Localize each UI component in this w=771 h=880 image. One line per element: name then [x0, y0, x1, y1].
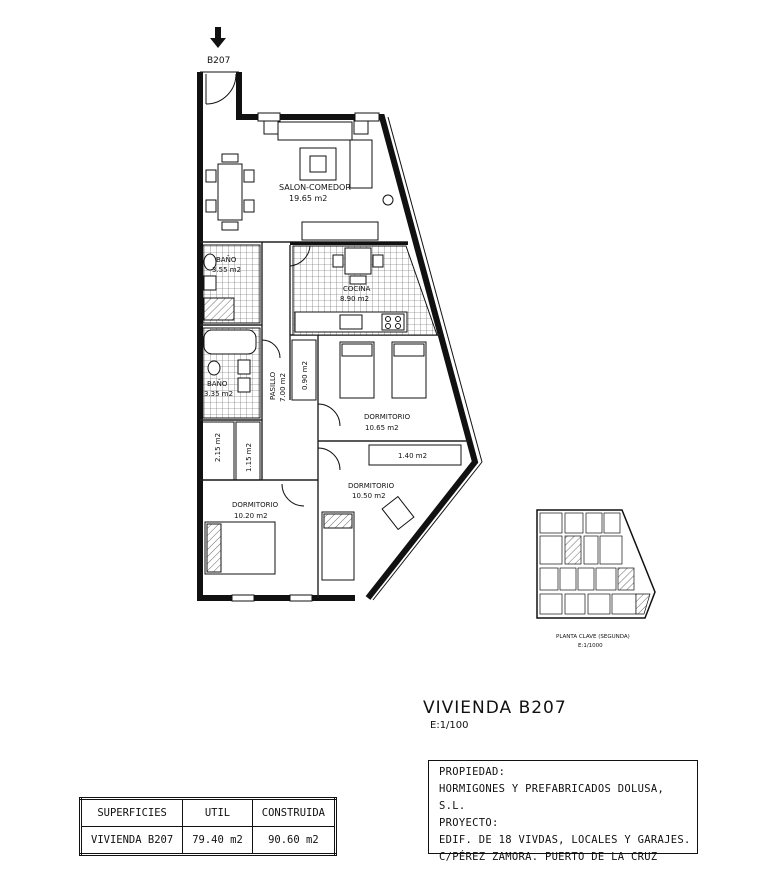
room-name-salon: SALON-COMEDOR — [279, 183, 351, 192]
washbasin-icon — [203, 253, 217, 271]
entrance-arrow-icon — [210, 27, 226, 48]
room-area-bano1: 3.55 m2 — [212, 266, 241, 274]
room-area-cocina: 8.90 m2 — [340, 295, 369, 303]
table-cell: 79.40 m2 — [182, 826, 253, 855]
kitchen-table — [332, 247, 384, 285]
room-name-cocina: COCINA — [343, 285, 371, 293]
bathtub-icon — [203, 329, 257, 355]
sink-icon — [339, 314, 363, 330]
room-area-bano2: 3.35 m2 — [204, 390, 233, 398]
shower-tray — [203, 297, 235, 321]
keyplan-caption: PLANTA CLAVE (SEGUNDA) — [556, 634, 630, 640]
twin-beds — [339, 341, 427, 399]
room-area-dorm1: 10.65 m2 — [365, 424, 399, 432]
key-plan: PLANTA CLAVE (SEGUNDA) E:1/1000 — [536, 509, 656, 649]
toilet-icon — [237, 359, 251, 375]
info-line: EDIF. DE 18 VIVDAS, LOCALES Y GARAJES. — [439, 834, 691, 846]
info-line: C/PÉREZ ZAMORA. PUERTO DE LA CRUZ — [439, 851, 658, 863]
info-line: PROPIEDAD: — [439, 766, 506, 778]
desk — [381, 495, 415, 531]
washbasin-icon — [207, 360, 221, 376]
windows — [231, 112, 380, 602]
table-row: VIVIENDA B207 79.40 m2 90.60 m2 — [79, 826, 336, 855]
room-area-armario1: 0.90 m2 — [301, 361, 309, 390]
unit-code-top: B207 — [207, 56, 230, 66]
room-name-dorm2: DORMITORIO — [348, 482, 395, 490]
room-area-dorm2: 10.50 m2 — [352, 492, 386, 500]
room-area-armario4: 1.15 m2 — [245, 443, 253, 472]
cooktop-icon — [381, 313, 405, 331]
plan-title: VIVIENDA B207 — [423, 698, 567, 718]
room-name-dorm1: DORMITORIO — [364, 413, 411, 421]
room-name-pasillo: PASILLO — [269, 371, 277, 400]
table-header: CONSTRUIDA — [251, 798, 336, 827]
room-area-dorm3: 10.20 m2 — [234, 512, 268, 520]
interior-doors — [261, 245, 341, 507]
info-line: PROYECTO: — [439, 817, 499, 829]
room-area-pasillo: 7.00 m2 — [279, 373, 287, 402]
table-cell: VIVIENDA B207 — [79, 826, 184, 855]
table-header: SUPERFICIES — [79, 798, 184, 827]
keyplan-scale: E:1/1000 — [578, 643, 603, 649]
single-bed — [321, 511, 355, 581]
room-name-bano2: BAÑO — [207, 379, 228, 388]
toilet-icon — [203, 275, 217, 291]
double-bed — [204, 521, 276, 575]
room-area-armario3: 2.15 m2 — [214, 433, 222, 462]
table-cell: 90.60 m2 — [251, 826, 336, 855]
plan-scale: E:1/100 — [430, 720, 469, 731]
dining-table — [205, 153, 255, 231]
bidet-icon — [237, 377, 251, 393]
room-area-armario2: 1.40 m2 — [398, 452, 427, 460]
table-header-row: SUPERFICIES UTIL CONSTRUIDA — [79, 798, 336, 827]
info-line: HORMIGONES Y PREFABRICADOS DOLUSA, S.L. — [439, 783, 665, 812]
plant-icon — [382, 194, 394, 206]
sofa-set — [263, 119, 373, 189]
project-info-box: PROPIEDAD: HORMIGONES Y PREFABRICADOS DO… — [428, 760, 698, 863]
room-name-dorm3: DORMITORIO — [232, 501, 279, 509]
entrance-door — [205, 73, 237, 105]
tv-cabinet — [301, 221, 379, 241]
areas-table: SUPERFICIES UTIL CONSTRUIDA VIVIENDA B20… — [79, 797, 337, 856]
room-area-salon: 19.65 m2 — [289, 194, 327, 203]
table-header: UTIL — [182, 798, 253, 827]
room-name-bano1: BAÑO — [216, 255, 237, 264]
